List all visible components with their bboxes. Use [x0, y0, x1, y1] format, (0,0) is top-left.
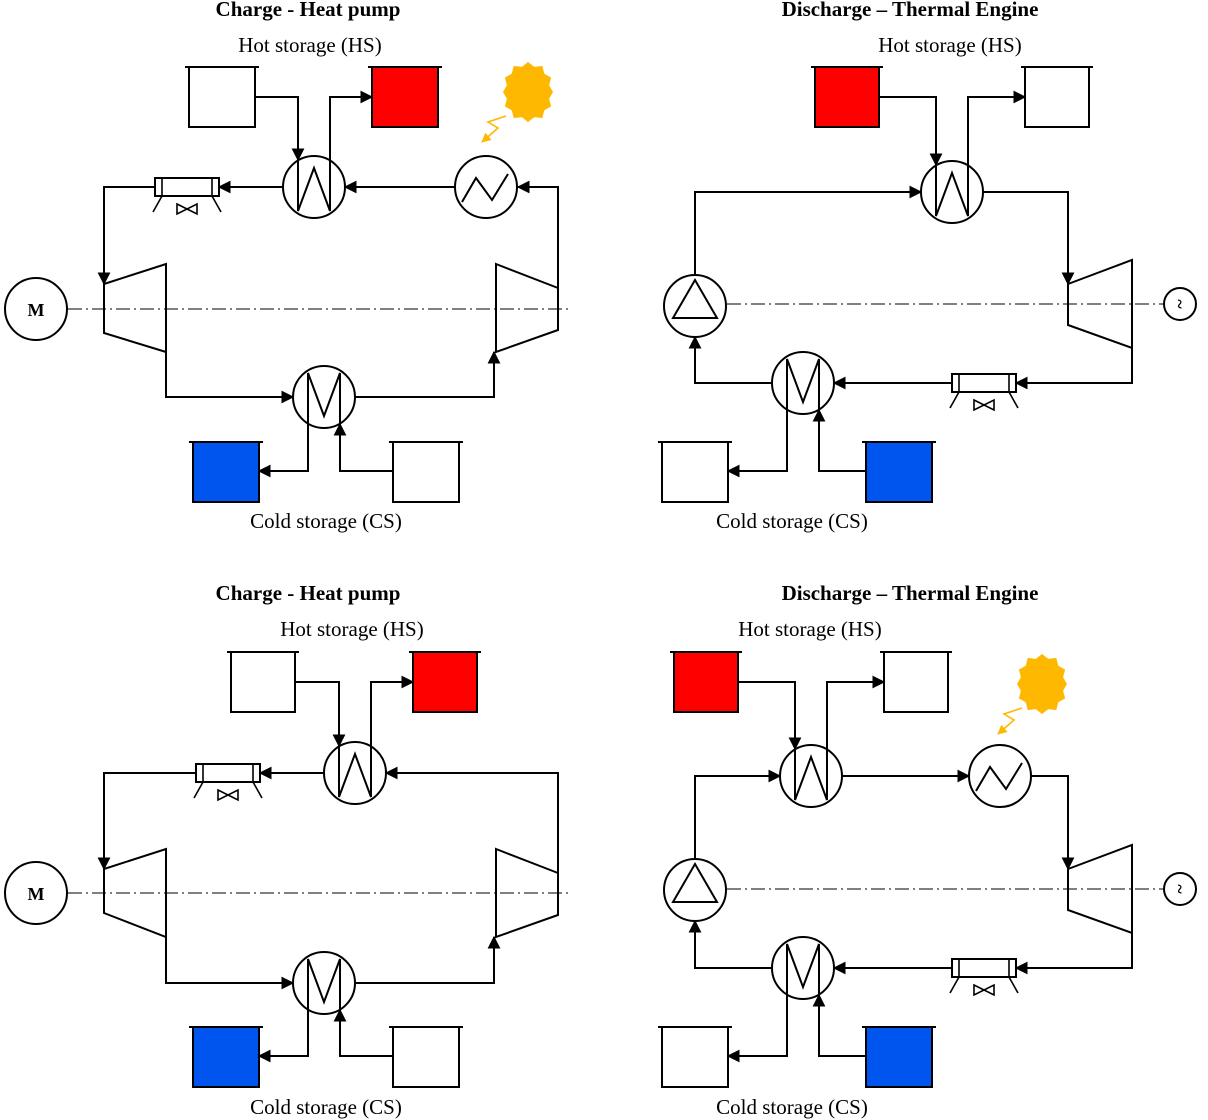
- hot-storage-tank-full: [368, 66, 442, 128]
- cold-heat-exchanger-icon: [771, 351, 835, 415]
- hot-storage-tank-empty: [1021, 66, 1093, 128]
- cold-storage-tank-full: [189, 441, 263, 503]
- hot-storage-label: Hot storage (HS): [280, 617, 423, 641]
- hot-storage-label: Hot storage (HS): [238, 33, 381, 57]
- panel-title: Charge - Heat pump: [216, 0, 401, 21]
- solar-heater-icon: [454, 155, 518, 219]
- panel-discharge-bottom: Discharge – Thermal Engine Hot storage (…: [658, 581, 1197, 1119]
- pump-icon: [663, 858, 727, 922]
- motor-icon: M: [4, 277, 68, 341]
- cooler-icon: [949, 958, 1019, 997]
- hot-storage-label: Hot storage (HS): [878, 33, 1021, 57]
- cold-storage-tank-full: [189, 1026, 263, 1088]
- generator-icon: ~: [1163, 872, 1197, 906]
- cold-storage-tank-full: [862, 441, 936, 503]
- cold-storage-label: Cold storage (CS): [716, 509, 868, 533]
- hot-storage-tank-empty: [227, 651, 299, 713]
- cold-storage-tank-empty: [658, 441, 732, 503]
- cooler-icon: [949, 373, 1019, 412]
- hot-heat-exchanger-icon: [779, 744, 843, 808]
- compressor-icon: [103, 262, 167, 354]
- cold-heat-exchanger-icon: [292, 951, 356, 1015]
- hot-storage-tank-full: [670, 651, 742, 713]
- panel-discharge-top: Discharge – Thermal Engine Hot storage (…: [658, 0, 1197, 533]
- pump-icon: [663, 274, 727, 338]
- cooler-icon: [152, 177, 222, 216]
- panel-charge-bottom: Charge - Heat pump Hot storage (HS) Cold…: [4, 581, 572, 1119]
- cold-storage-label: Cold storage (CS): [250, 509, 402, 533]
- cold-storage-tank-empty: [658, 1026, 732, 1088]
- sun-icon: [481, 62, 553, 143]
- flow-lines: [688, 675, 1133, 1063]
- cold-storage-label: Cold storage (CS): [250, 1095, 402, 1119]
- cold-storage-label: Cold storage (CS): [716, 1095, 868, 1119]
- panel-title: Discharge – Thermal Engine: [782, 581, 1039, 605]
- cold-storage-tank-empty: [389, 1026, 463, 1088]
- hot-heat-exchanger-icon: [323, 741, 387, 805]
- panel-title: Charge - Heat pump: [216, 581, 401, 605]
- hot-storage-label: Hot storage (HS): [738, 617, 881, 641]
- flow-lines: [97, 90, 559, 478]
- panel-title: Discharge – Thermal Engine: [782, 0, 1039, 21]
- motor-label: M: [28, 884, 45, 904]
- solar-heater-icon: [968, 744, 1032, 808]
- cold-heat-exchanger-icon: [771, 936, 835, 1000]
- flow-lines: [97, 675, 559, 1063]
- generator-label: ~: [1170, 884, 1190, 894]
- motor-label: M: [28, 300, 45, 320]
- cold-storage-tank-full: [862, 1026, 936, 1088]
- flow-lines: [688, 90, 1133, 478]
- cooler-icon: [193, 763, 263, 802]
- generator-label: ~: [1170, 299, 1190, 309]
- hot-storage-tank-full: [811, 66, 883, 128]
- cold-heat-exchanger-icon: [292, 365, 356, 429]
- generator-icon: ~: [1163, 287, 1197, 321]
- hot-storage-tank-full: [409, 651, 481, 713]
- cold-storage-tank-empty: [389, 441, 463, 503]
- hot-storage-tank-empty: [185, 66, 259, 128]
- turbine-icon: [495, 262, 559, 354]
- hot-storage-tank-empty: [880, 651, 952, 713]
- motor-icon: M: [4, 861, 68, 925]
- hot-heat-exchanger-icon: [282, 155, 346, 219]
- sun-icon: [997, 654, 1067, 735]
- hot-heat-exchanger-icon: [920, 160, 984, 224]
- panel-charge-top: Charge - Heat pump Hot storage (HS) Cold…: [4, 0, 572, 533]
